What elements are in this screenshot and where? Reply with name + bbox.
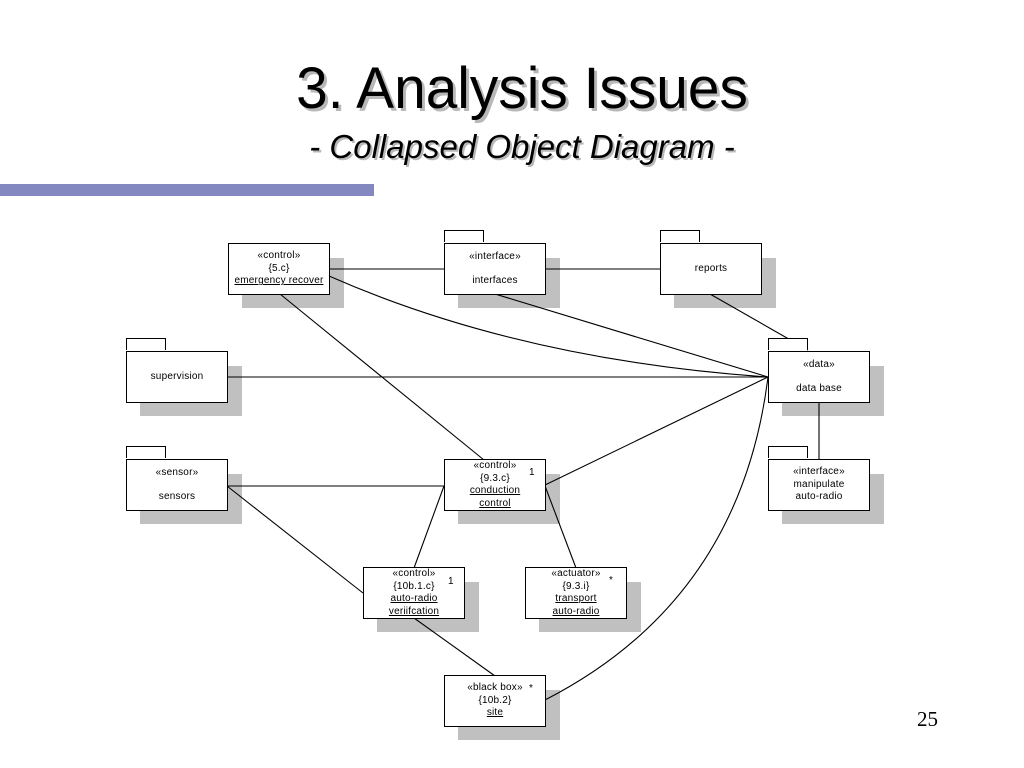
link-interfaces-database — [494, 293, 769, 378]
package-tab — [126, 446, 166, 458]
requirement-ref: {10b.1.c} — [393, 580, 435, 592]
package-interfaces: «interface» interfaces — [444, 243, 546, 295]
link-conduction-verification — [413, 485, 445, 569]
package-tab — [768, 338, 808, 350]
package-name: sensors — [158, 491, 196, 502]
package-reports: reports — [660, 243, 762, 295]
slide-subtitle: - Collapsed Object Diagram - — [309, 128, 735, 165]
stereotype-label: «control» — [257, 250, 301, 262]
stereotype-label: «data» — [803, 358, 835, 370]
package-name: reports — [694, 262, 728, 274]
stereotype-label: «interface» — [469, 250, 521, 262]
title-accent-bar — [0, 184, 374, 196]
link-sensors-verification — [226, 485, 364, 594]
link-emergency-database — [328, 275, 769, 378]
package-tab — [444, 230, 484, 242]
package-sensors: «sensor» sensors — [126, 459, 228, 511]
requirement-ref: {5.c} — [268, 262, 290, 274]
object-conduction-control: «control» {9.3.c} conduction control — [444, 459, 546, 511]
stereotype-label: «control» — [473, 460, 517, 471]
package-supervision: supervision — [126, 351, 228, 403]
link-emergency-conduction — [279, 293, 485, 461]
object-emergency-recover: «control» {5.c} emergency recover — [228, 243, 330, 295]
object-name: site — [486, 707, 504, 719]
stereotype-label: «actuator» — [551, 568, 601, 579]
package-tab — [126, 338, 166, 350]
package-name: data base — [796, 383, 842, 394]
stereotype-label: «sensor» — [155, 466, 199, 478]
multiplicity-label: * — [609, 575, 613, 586]
stereotype-label: «interface» — [793, 466, 845, 478]
object-name: transport — [555, 593, 597, 604]
package-manipulate-auto-radio: «interface» manipulate auto-radio — [768, 459, 870, 511]
object-transport-auto-radio: «actuator» {9.3.i} transport auto-radio — [525, 567, 627, 619]
stereotype-label: «black box» — [467, 682, 523, 694]
object-name: veriifcation — [388, 605, 440, 617]
link-conduction-database — [544, 376, 769, 486]
multiplicity-label: 1 — [448, 576, 454, 587]
object-name: emergency recover — [234, 275, 324, 287]
multiplicity-label: * — [529, 683, 533, 694]
object-name: auto-radio — [390, 593, 438, 604]
multiplicity-label: 1 — [529, 467, 535, 478]
link-site-database — [544, 376, 769, 701]
object-name: auto-radio — [552, 605, 600, 617]
stereotype-label: «control» — [392, 568, 436, 579]
package-tab — [660, 230, 700, 242]
package-name: supervision — [150, 370, 204, 382]
requirement-ref: {9.3.c} — [480, 472, 510, 484]
package-name: manipulate — [793, 478, 845, 490]
link-conduction-transport — [544, 485, 577, 569]
requirement-ref: {10b.2} — [478, 694, 512, 706]
object-auto-radio-verification: «control» {10b.1.c} auto-radio veriifcat… — [363, 567, 465, 619]
package-data-base: «data» data base — [768, 351, 870, 403]
object-site: «black box» {10b.2} site — [444, 675, 546, 727]
slide-title: 3. Analysis Issues — [296, 56, 748, 121]
link-verification-site — [413, 617, 496, 677]
package-tab — [768, 446, 808, 458]
package-name: interfaces — [472, 275, 518, 286]
object-name: control — [479, 497, 511, 509]
package-name: auto-radio — [795, 491, 843, 503]
object-name: conduction — [469, 485, 521, 496]
page-number: 25 — [917, 707, 938, 731]
requirement-ref: {9.3.i} — [562, 580, 590, 592]
